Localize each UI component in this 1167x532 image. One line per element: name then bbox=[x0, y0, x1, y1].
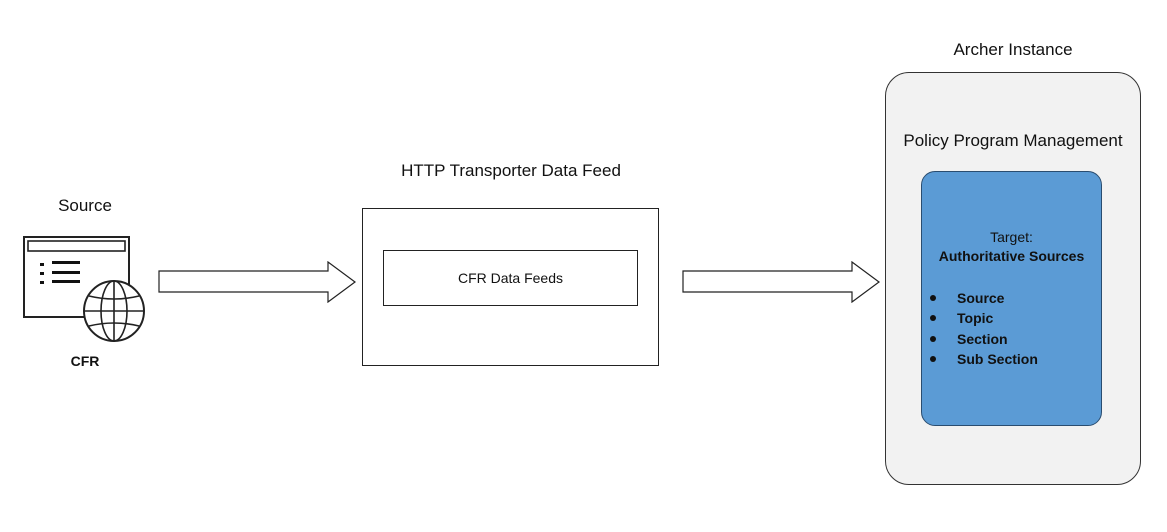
list-item: Source bbox=[927, 288, 1097, 308]
right-arrow-icon bbox=[682, 261, 881, 303]
target-value: Authoritative Sources bbox=[938, 248, 1085, 264]
data-feed-label: CFR Data Feeds bbox=[457, 270, 564, 286]
field-label: Section bbox=[957, 330, 1008, 347]
field-label: Sub Section bbox=[957, 350, 1038, 367]
list-item: Section bbox=[927, 329, 1097, 349]
source-title: Source bbox=[58, 196, 112, 215]
application-title: Policy Program Management bbox=[903, 131, 1123, 150]
web-document-globe-icon bbox=[23, 236, 145, 342]
bullet-icon bbox=[930, 355, 936, 362]
right-arrow-icon bbox=[158, 261, 357, 303]
data-feed-box: CFR Data Feeds bbox=[383, 250, 638, 306]
bullet-icon bbox=[930, 335, 936, 342]
source-caption: CFR bbox=[70, 353, 100, 369]
list-item: Sub Section bbox=[927, 349, 1097, 369]
field-label: Source bbox=[957, 290, 1005, 306]
archer-instance-title: Archer Instance bbox=[953, 40, 1073, 59]
target-field-list: Source Topic Section Sub Section bbox=[927, 288, 1097, 369]
bullet-icon bbox=[930, 315, 936, 322]
list-item: Topic bbox=[927, 308, 1097, 328]
bullet-icon bbox=[930, 295, 936, 301]
target-label: Target: bbox=[990, 229, 1033, 245]
field-label: Topic bbox=[957, 310, 994, 327]
target-box bbox=[921, 171, 1102, 426]
transporter-title: HTTP Transporter Data Feed bbox=[401, 161, 621, 180]
